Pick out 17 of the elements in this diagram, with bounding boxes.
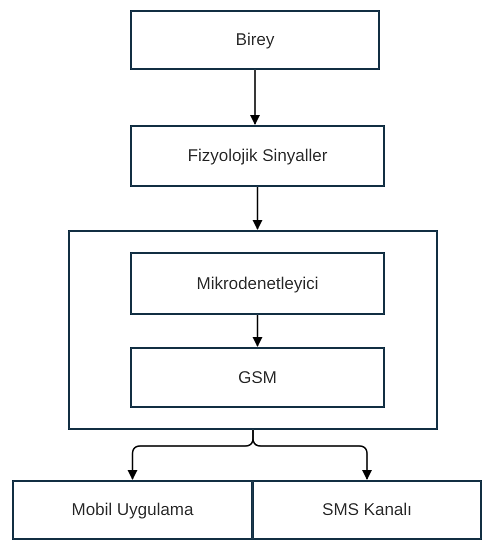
arrow (250, 70, 260, 125)
process-box (130, 347, 385, 408)
arrow (252, 315, 262, 347)
node-label: GSM (238, 366, 277, 389)
container-box (68, 230, 438, 430)
process-box (12, 480, 253, 540)
process-box (130, 252, 385, 315)
node-label: Mobil Uygulama (72, 499, 194, 522)
node-label: Birey (236, 29, 274, 52)
node-label: SMS Kanalı (322, 499, 412, 522)
process-box (130, 10, 380, 70)
arrow (252, 430, 372, 480)
process-box (252, 480, 482, 540)
arrow (252, 187, 262, 230)
process-box (130, 125, 385, 187)
node-label: Mikrodenetleyici (196, 272, 318, 295)
node-label: Fizyolojik Sinyaller (188, 145, 328, 168)
